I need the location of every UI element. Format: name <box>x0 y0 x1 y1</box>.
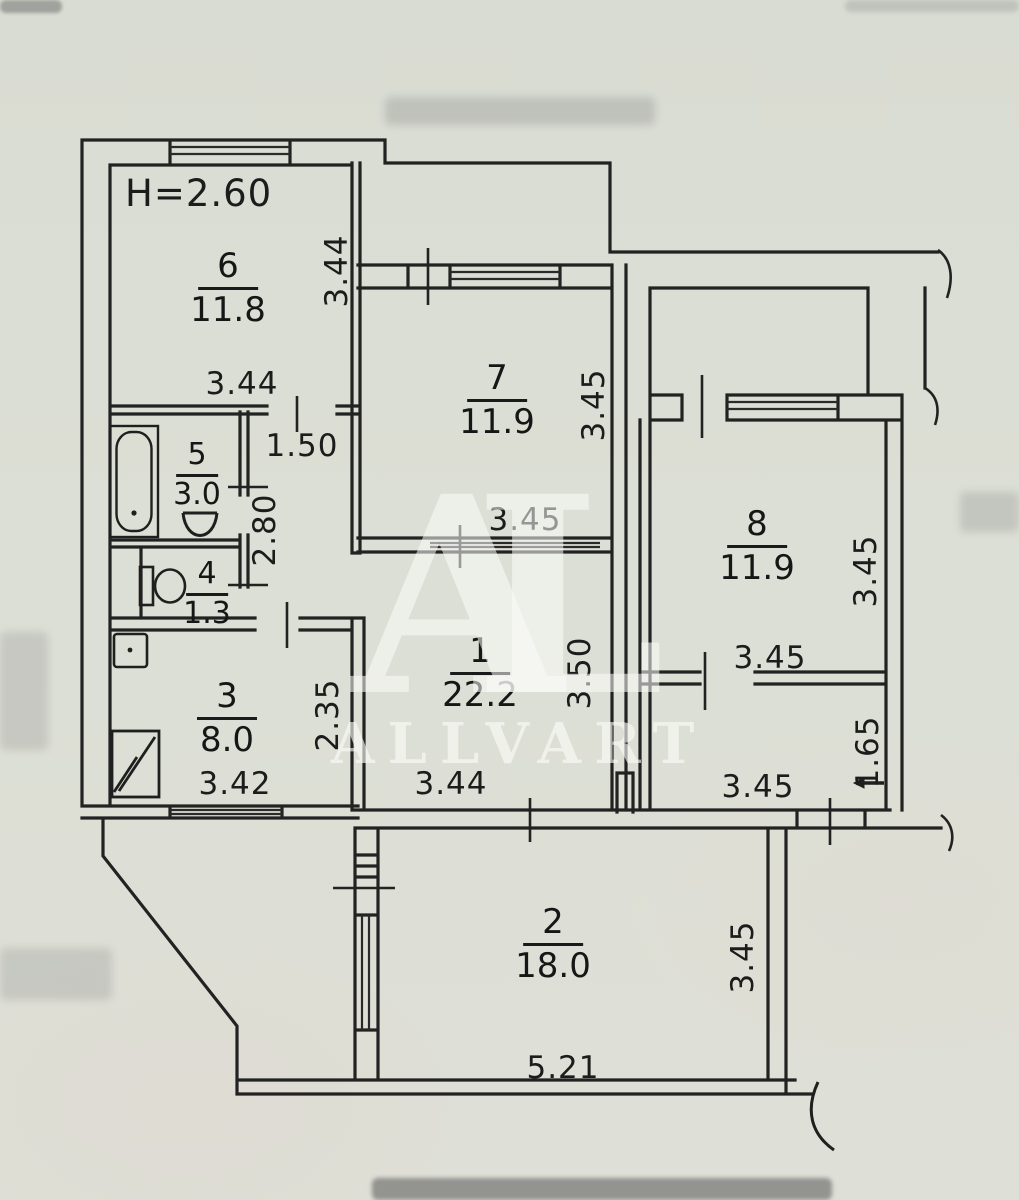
dimension-label: 3.45 <box>488 502 562 538</box>
room-label-divider <box>726 545 787 548</box>
room-area: 18.0 <box>515 946 591 986</box>
room-area: 3.0 <box>173 477 221 512</box>
room-label-6: 6 11.8 <box>190 249 266 327</box>
toilet-icon <box>138 565 187 607</box>
dimension-label: 1.65 <box>850 715 886 789</box>
scan-artifact <box>372 1178 832 1200</box>
scan-artifact <box>0 0 62 13</box>
scan-artifact <box>385 97 655 125</box>
dimension-label: 1.50 <box>265 428 339 464</box>
door-arc-icon <box>809 1081 835 1152</box>
entrance-arrow-icon <box>852 777 884 789</box>
room-label-divider <box>522 943 583 946</box>
room-area: 11.9 <box>459 402 535 442</box>
room-label-4: 4 1.3 <box>183 559 231 629</box>
room-label-divider <box>176 474 218 477</box>
room-number: 7 <box>486 358 508 398</box>
dimension-label: 3.45 <box>725 920 761 994</box>
room-number: 1 <box>469 631 491 671</box>
dimension-label: 3.42 <box>198 766 272 802</box>
ceiling-height-label: H=2.60 <box>125 172 273 215</box>
scan-artifact <box>845 0 1019 12</box>
room-label-divider <box>197 717 257 720</box>
dimension-label: 2.80 <box>247 493 283 567</box>
dimension-label: 3.44 <box>205 366 279 402</box>
room-area: 11.9 <box>719 548 795 588</box>
dimension-label: 3.45 <box>721 769 795 805</box>
watermark-name: ALLVART <box>331 711 708 777</box>
room-label-8: 8 11.9 <box>719 507 795 585</box>
scan-artifact <box>960 492 1019 532</box>
room-label-divider <box>466 399 527 402</box>
room-area: 8.0 <box>199 720 255 760</box>
room-number: 3 <box>216 676 238 716</box>
room-number: 8 <box>746 504 768 544</box>
room-label-divider <box>197 287 258 290</box>
dimension-label: 3.44 <box>414 766 488 802</box>
scan-artifact <box>0 948 112 1000</box>
bathtub-icon <box>108 424 160 539</box>
room-label-2: 2 18.0 <box>515 905 591 983</box>
room-label-1: 1 22.2 <box>442 634 518 712</box>
dimension-label: 3.45 <box>848 534 884 608</box>
room-label-3: 3 8.0 <box>197 679 257 757</box>
dimension-label: 3.45 <box>733 640 807 676</box>
room-label-5: 5 3.0 <box>173 440 221 510</box>
room-label-divider <box>449 672 510 675</box>
sink-icon <box>181 511 219 537</box>
washing-machine-icon <box>112 632 149 669</box>
room-area: 1.3 <box>183 596 231 631</box>
opening-tick-marks <box>228 248 832 890</box>
room-label-divider <box>186 593 228 596</box>
room-number: 2 <box>542 902 564 942</box>
room-number: 4 <box>197 556 217 591</box>
room-area: 11.8 <box>190 290 266 330</box>
watermark-monogram-a: A <box>352 438 564 757</box>
dimension-label: 3.45 <box>576 368 612 442</box>
room-label-7: 7 11.9 <box>459 361 535 439</box>
watermark-monogram-l: L <box>474 438 666 757</box>
room-area: 22.2 <box>442 675 518 715</box>
wall-break-arc-icon <box>924 248 954 852</box>
dimension-label: 5.21 <box>526 1050 600 1086</box>
dimension-label: 3.44 <box>319 234 355 308</box>
stove-icon <box>110 729 161 799</box>
room-number: 5 <box>187 437 207 472</box>
window-icon <box>170 145 838 1030</box>
scan-artifact <box>0 632 48 750</box>
room-number: 6 <box>217 246 239 286</box>
